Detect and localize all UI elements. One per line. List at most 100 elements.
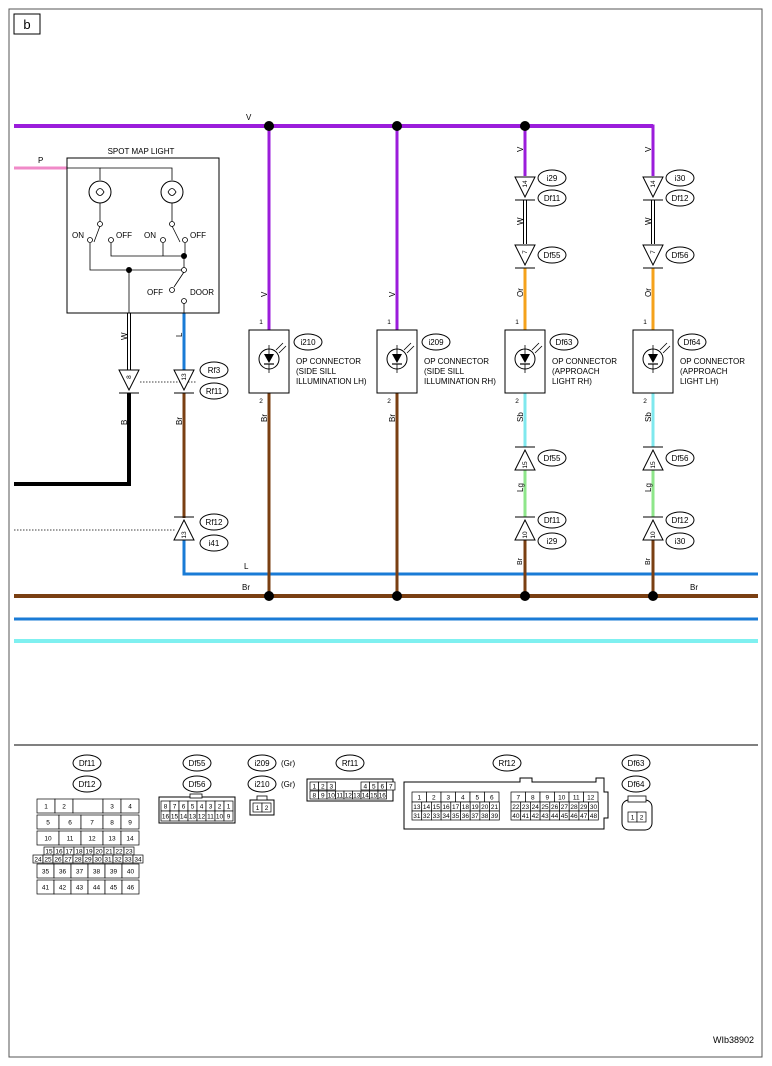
connector-c4-df56-bottom: 15 <box>642 446 664 471</box>
pin-label: 39 <box>110 868 118 875</box>
pin-label: 2 <box>432 794 436 801</box>
pin-label: 2 <box>640 814 644 821</box>
pin-label: 18 <box>75 848 83 855</box>
tag-oval <box>537 511 567 529</box>
tag-oval <box>665 169 695 187</box>
tag-rf12: Rf12 <box>199 513 229 531</box>
splice-dot <box>392 591 402 601</box>
pin-label: 8 <box>110 819 114 826</box>
connector-l-bottom: 13 <box>173 516 195 541</box>
tag-oval <box>247 775 277 793</box>
switch-contact <box>169 221 175 227</box>
pin-label: 18 <box>462 804 470 811</box>
pin-label: 32 <box>423 813 431 820</box>
pin-label: 7 <box>90 819 94 826</box>
pin-label: 40 <box>512 813 520 820</box>
tag-c4-df12-top: Df12 <box>665 189 695 207</box>
connector-triangle-icon <box>118 369 140 392</box>
wire-label-w-c4: W <box>644 217 653 225</box>
pin-label: 5 <box>372 783 376 790</box>
pin-label: 35 <box>452 813 460 820</box>
tag-label: Df55 <box>189 759 206 768</box>
component-label-line1: OP CONNECTOR <box>552 357 617 366</box>
pin-label: 19 <box>471 804 479 811</box>
pin-number: 2 <box>259 398 263 405</box>
pin-label: 30 <box>94 856 102 863</box>
pin-number: 15 <box>650 461 657 469</box>
pin-cell <box>223 810 234 822</box>
tag-oval <box>335 754 365 772</box>
pin-label: 20 <box>95 848 103 855</box>
tag-label: i210 <box>300 338 316 347</box>
pin-label: 46 <box>570 813 578 820</box>
light-ray-icon <box>278 345 287 354</box>
pin-label: 11 <box>207 813 214 820</box>
pin-label: 1 <box>44 803 48 810</box>
connector-triangle-icon <box>642 448 664 471</box>
tag-c3-df55-top: Df55 <box>537 246 567 264</box>
bulb-filament <box>95 188 105 196</box>
pin-number: 13 <box>181 531 188 539</box>
wire-v-c4 <box>628 124 655 176</box>
pin-label: 17 <box>452 804 460 811</box>
pin-cell <box>326 781 336 791</box>
legend-tag-df11: Df11 <box>72 754 102 772</box>
pin-label: 6 <box>68 819 72 826</box>
switch-on-left: ON <box>72 231 84 240</box>
connector-c3-i29-bottom: 10 <box>514 516 536 541</box>
legend-tag-df63: Df63 <box>621 754 651 772</box>
connector-c4-df56-top: 7 <box>642 244 664 269</box>
pin-label: 35 <box>42 868 50 875</box>
component-label-line1: OP CONNECTOR <box>680 357 745 366</box>
component-label-line1: OP CONNECTOR <box>296 357 361 366</box>
tag-oval <box>665 246 695 264</box>
pin-cell <box>132 854 144 864</box>
wire-label-v-c2: V <box>388 291 397 297</box>
wire-label-w-spot: W <box>120 332 129 340</box>
page-frame <box>8 8 763 1058</box>
pin-label: 15 <box>370 792 378 799</box>
pin-label: 44 <box>551 813 559 820</box>
pin-number: 8 <box>126 375 133 379</box>
pin-number: 2 <box>515 398 519 405</box>
connector-latch <box>627 795 647 803</box>
wire-label-br-c3: Br <box>517 557 524 565</box>
wire-label-l-spot: L <box>175 332 184 337</box>
pin-label: 17 <box>65 848 73 855</box>
tag-c3-i29-top: i29 <box>537 169 567 187</box>
legend-tag-i209: i209 <box>247 754 277 772</box>
connector-c4-i30-top: 14 <box>642 176 664 201</box>
pin-label: 8 <box>531 794 535 801</box>
pin-label: 1 <box>631 814 635 821</box>
legend-tag-df64: Df64 <box>621 775 651 793</box>
tag-label: Rf3 <box>208 366 221 375</box>
wire-label-sb-c4: Sb <box>644 412 653 422</box>
tag-oval <box>199 382 229 400</box>
pin-label: 44 <box>93 884 101 891</box>
diode-icon <box>392 354 402 363</box>
switch-lever-icon <box>93 225 101 243</box>
pin-label: 16 <box>379 792 387 799</box>
component-label-line2: (APPROACH <box>552 367 600 376</box>
legend-tag-df12: Df12 <box>72 775 102 793</box>
pin-label: 34 <box>442 813 450 820</box>
pin-label: 4 <box>363 783 367 790</box>
pin-cell <box>121 863 140 879</box>
pin-label: 9 <box>227 813 231 820</box>
tag-label: i30 <box>675 537 686 546</box>
tag-label: Df12 <box>672 194 689 203</box>
pin-label: 43 <box>541 813 549 820</box>
pin-label: 28 <box>570 804 578 811</box>
wire-label-v-c3: V <box>516 146 525 152</box>
pin-label: 3 <box>209 803 213 810</box>
pin-label: 10 <box>44 835 52 842</box>
bulb-icon <box>88 180 112 204</box>
pin-label: 21 <box>105 848 113 855</box>
component-label-line2: (APPROACH <box>680 367 728 376</box>
pin-label: 34 <box>134 856 142 863</box>
